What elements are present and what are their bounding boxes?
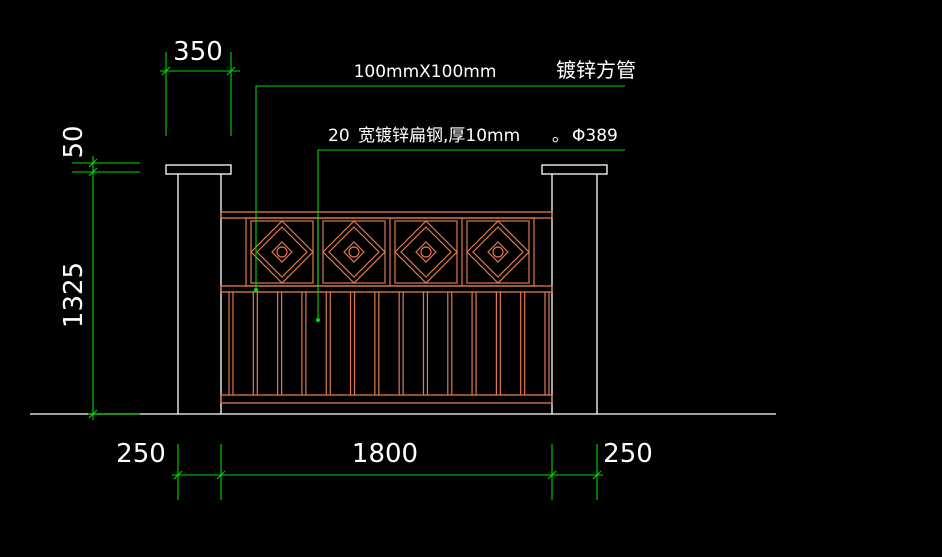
left-post-cap [165, 164, 232, 175]
dim-250-right: 250 [603, 439, 653, 469]
vertical-bar [252, 292, 258, 395]
note-diameter: Φ389 [572, 126, 618, 146]
vertical-bar [374, 292, 380, 395]
vertical-bar [544, 292, 550, 395]
vertical-bar [422, 292, 429, 395]
dim-350: 350 [173, 37, 223, 67]
fence-rails [220, 211, 553, 404]
middle-rail [220, 285, 553, 293]
leader-square-tube [255, 85, 625, 290]
dim-250-left: 250 [116, 439, 166, 469]
lattice-cell [389, 218, 458, 286]
vertical-bar [447, 292, 453, 395]
vertical-bar [471, 292, 477, 395]
lattice-cell [317, 218, 386, 286]
vertical-bar [325, 292, 331, 395]
vertical-bar [228, 292, 234, 395]
vertical-bars [228, 292, 550, 395]
note-square-tube-material: 镀锌方管 [556, 58, 636, 82]
lattice-cell [250, 220, 314, 284]
leader-lines [253, 85, 625, 323]
leader-flat-steel [317, 149, 625, 320]
lattice-cell [461, 218, 530, 286]
vertical-bar [495, 292, 501, 395]
bottom-rail [220, 394, 553, 404]
dim-1800: 1800 [352, 439, 418, 469]
right-post-cap [541, 164, 608, 175]
vertical-bar [349, 292, 356, 395]
vertical-bar [301, 292, 307, 395]
note-flat-steel-prefix: 20 [328, 126, 350, 146]
vertical-bar [398, 292, 404, 395]
dim-1325: 1325 [59, 262, 89, 328]
vertical-bar [520, 292, 526, 395]
dimension-lines [72, 52, 603, 500]
dim-50: 50 [59, 125, 89, 158]
top-rail [220, 211, 553, 219]
note-flat-steel-desc: 宽镀锌扁钢,厚10mm [358, 126, 520, 146]
note-diameter-marker: 。 [552, 126, 569, 146]
vertical-bar [277, 292, 283, 395]
lattice-panel [245, 217, 535, 287]
note-square-tube-size: 100mmX100mm [354, 62, 497, 82]
